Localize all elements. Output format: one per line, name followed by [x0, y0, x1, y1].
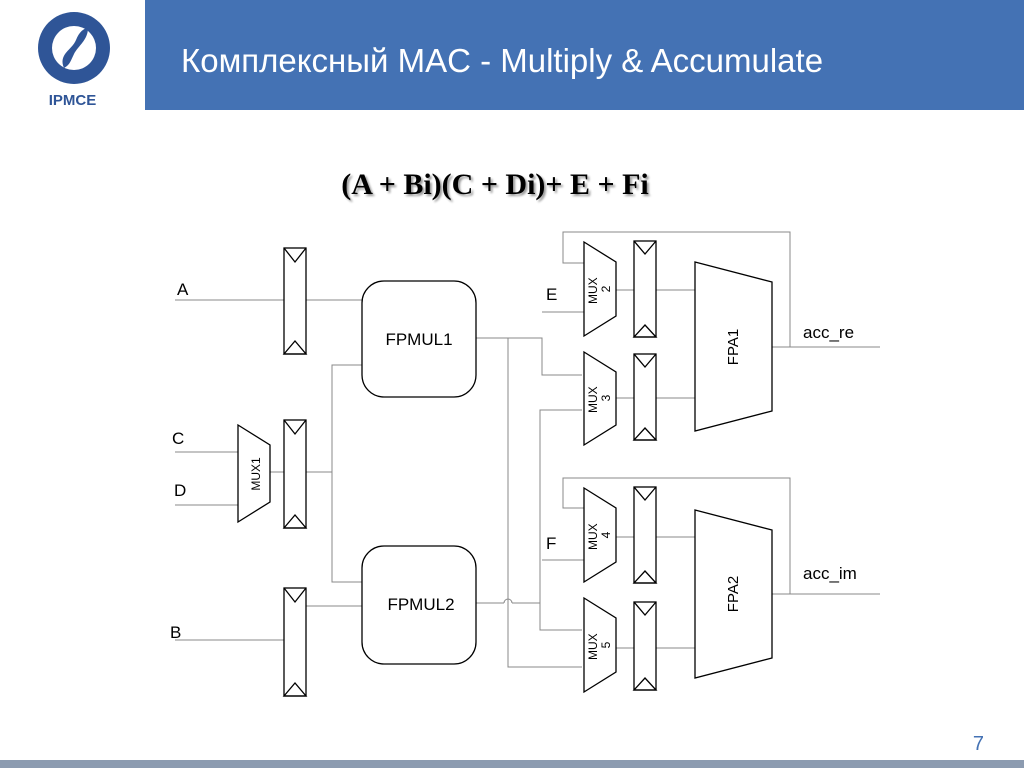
- mux5-number: 5: [599, 641, 613, 648]
- mux4-label: MUX: [586, 523, 600, 550]
- formula: (A + Bi)(C + Di)+ E + Fi: [341, 168, 649, 201]
- input-label-c: C: [172, 429, 184, 448]
- mux4-block: [583, 486, 617, 584]
- register-a: [282, 247, 308, 355]
- mux3-label: MUX: [586, 386, 600, 413]
- input-label-f: F: [546, 534, 556, 553]
- fpmul1-label: FPMUL1: [385, 330, 452, 349]
- input-label-a: A: [177, 280, 189, 299]
- logo-text: IPMCE: [48, 92, 97, 109]
- register-mux4: [632, 486, 658, 584]
- mux3-block: [583, 350, 617, 447]
- register-mux5: [632, 601, 658, 691]
- fpmul2-label: FPMUL2: [387, 595, 454, 614]
- logo-area: IPMCE: [0, 0, 145, 110]
- mux4-number: 4: [599, 531, 613, 538]
- mux1-label: MUX1: [249, 457, 263, 491]
- fpa2-block: [694, 509, 773, 679]
- footer-bar: [0, 760, 1024, 768]
- mux3-number: 3: [599, 394, 613, 401]
- output-label-acc-im: acc_im: [803, 564, 857, 583]
- page-number: 7: [972, 733, 984, 755]
- svg-text:MUX 5: MUX 5: [586, 630, 613, 660]
- register-b: [282, 587, 308, 697]
- input-label-e: E: [546, 285, 557, 304]
- fpa2-label: FPA2: [725, 576, 742, 612]
- svg-text:MUX 3: MUX 3: [586, 383, 613, 413]
- fpmul2-block: [361, 545, 477, 665]
- mux2-number: 2: [599, 285, 613, 292]
- register-cd: [282, 419, 308, 529]
- title-bar: Комплексный MAC - Multiply & Accumulate: [145, 0, 1024, 110]
- output-label-acc-re: acc_re: [803, 323, 854, 342]
- slide-title: Комплексный MAC - Multiply & Accumulate: [181, 42, 824, 79]
- fpa1-block: [694, 261, 773, 432]
- mux5-block: [583, 596, 617, 694]
- mux2-block: [583, 240, 617, 338]
- input-label-d: D: [174, 481, 186, 500]
- svg-text:MUX 4: MUX 4: [586, 520, 613, 550]
- svg-text:MUX 2: MUX 2: [586, 274, 613, 304]
- mux1-block: [237, 423, 271, 524]
- fpa1-label: FPA1: [725, 329, 742, 365]
- mux2-label: MUX: [586, 277, 600, 304]
- fpmul1-block: [361, 280, 477, 398]
- mux5-label: MUX: [586, 633, 600, 660]
- ipmce-logo-icon: [38, 12, 110, 84]
- register-mux2: [632, 240, 658, 338]
- register-mux3: [632, 353, 658, 441]
- input-label-b: B: [170, 623, 181, 642]
